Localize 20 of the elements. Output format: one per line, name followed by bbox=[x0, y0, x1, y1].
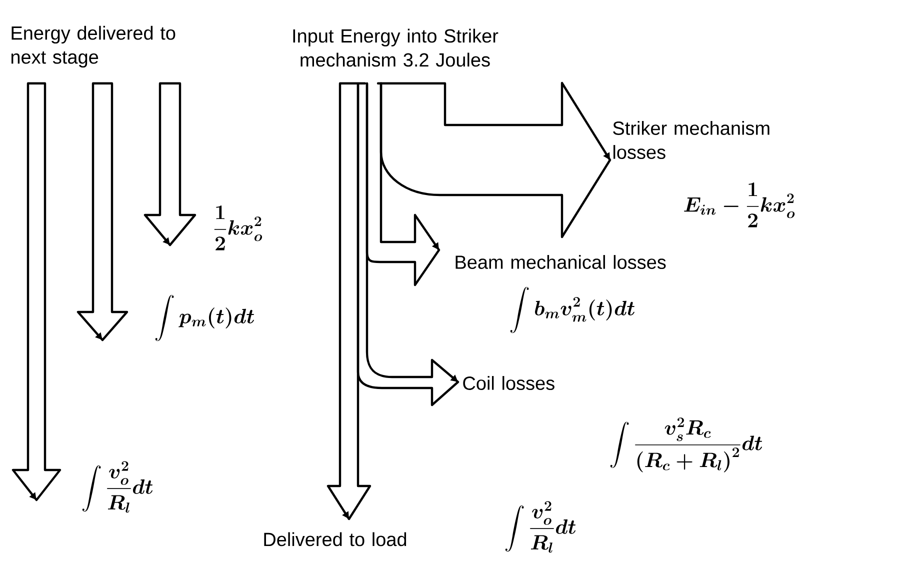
formula: $\frac{1}{2}kx_o^2$ bbox=[214, 206, 262, 250]
formula: $\int\frac{v_o^2}{R_l}dt$ bbox=[505, 501, 576, 553]
flow-label: Beam mechanical losses bbox=[456, 255, 666, 269]
flow-label: Striker mechanism losses bbox=[613, 121, 770, 159]
flow-arrow bbox=[376, 82, 612, 238]
flow-label: Energy delivered to next stage bbox=[11, 26, 176, 68]
formula: $\int\frac{v_o^2}{R_l}dt$ bbox=[82, 461, 153, 513]
flow-arrow bbox=[76, 82, 128, 342]
formula: $E_{in}-\frac{1}{2}kx_o^2$ bbox=[684, 182, 795, 228]
flow-arrow bbox=[356, 82, 460, 406]
flow-label: Delivered to load bbox=[264, 532, 406, 546]
formula: $\int\frac{v_s^2R_c}{\left(R_c+R_l\right)^2}dt$ bbox=[610, 418, 762, 472]
flow-label: Coil losses bbox=[463, 376, 554, 390]
formula: $\int b_m v_m^2(t)dt$ bbox=[510, 286, 634, 334]
flow-arrow bbox=[326, 82, 372, 520]
flow-label: Input Energy into Striker mechanism 3.2 Joules bbox=[293, 28, 498, 67]
flow-arrow bbox=[12, 82, 62, 502]
flow-arrow bbox=[366, 82, 440, 286]
flow-arrow bbox=[144, 82, 196, 246]
formula: $\int p_m(t)dt$ bbox=[155, 294, 254, 342]
